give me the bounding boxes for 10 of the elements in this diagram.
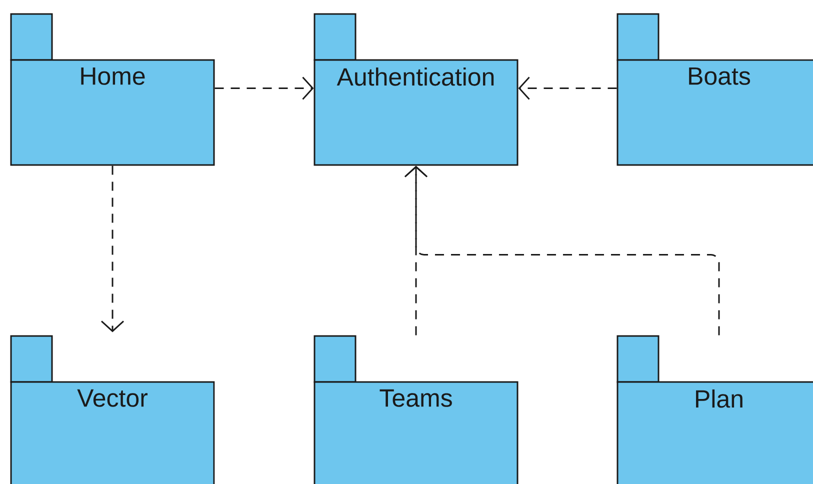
package-box: Teams bbox=[314, 335, 518, 484]
package-box: Authentication bbox=[314, 13, 518, 166]
dependency-arrow bbox=[214, 76, 314, 100]
package-box: Home bbox=[10, 13, 215, 166]
package-box: Vector bbox=[10, 335, 215, 484]
dependency-arrow bbox=[518, 76, 617, 100]
package-box: Boats bbox=[616, 13, 813, 166]
dependency-arrow bbox=[404, 166, 720, 336]
package-box: Plan bbox=[616, 335, 813, 484]
dependency-arrow bbox=[101, 166, 124, 332]
